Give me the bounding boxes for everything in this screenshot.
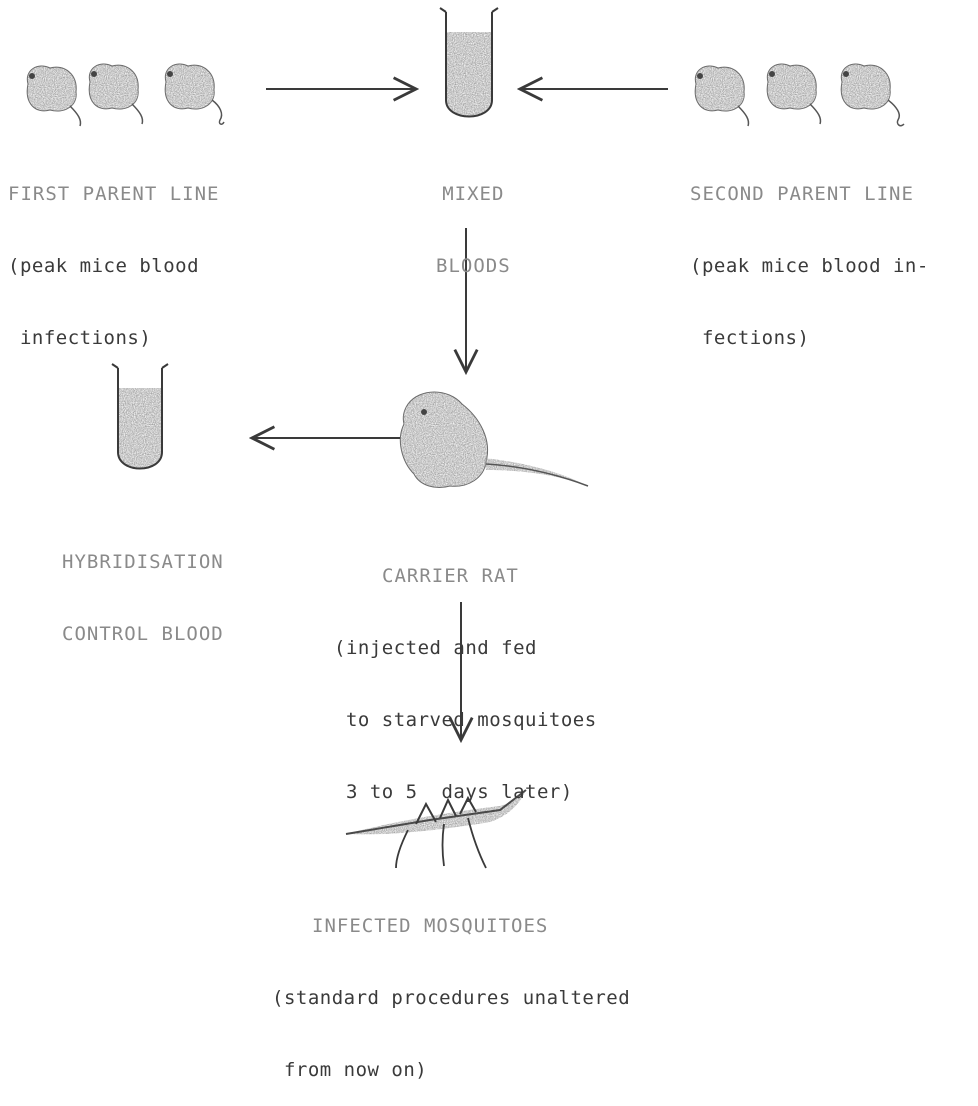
mosquitoes-title: INFECTED MOSQUITOES xyxy=(272,914,630,938)
second-parent-mice-icon xyxy=(695,64,904,126)
mixed-bloods-title-line1: MIXED xyxy=(436,182,511,206)
mixed-bloods-test-tube-icon xyxy=(440,8,498,117)
first-parent-note-line2: infections) xyxy=(8,326,219,350)
carrier-rat-icon xyxy=(400,392,588,488)
second-parent-note-line2: fections) xyxy=(690,326,929,350)
first-parent-title: FIRST PARENT LINE xyxy=(8,182,219,206)
first-parent-mice-icon xyxy=(27,64,224,126)
mosquitoes-label: INFECTED MOSQUITOES (standard procedures… xyxy=(272,866,630,1106)
mixed-bloods-label: MIXED BLOODS xyxy=(436,134,511,302)
mixed-bloods-title-line2: BLOODS xyxy=(436,254,511,278)
carrier-rat-note-line3: 3 to 5 days later) xyxy=(334,780,597,804)
control-blood-label: HYBRIDISATION CONTROL BLOOD xyxy=(62,502,224,670)
mosquitoes-note-line2: from now on) xyxy=(272,1058,630,1082)
second-parent-title: SECOND PARENT LINE xyxy=(690,182,929,206)
mosquitoes-note-line1: (standard procedures unaltered xyxy=(272,986,630,1010)
carrier-rat-label: CARRIER RAT (injected and fed to starved… xyxy=(334,516,597,828)
control-blood-test-tube-icon xyxy=(112,364,168,469)
first-parent-label: FIRST PARENT LINE (peak mice blood infec… xyxy=(8,134,219,374)
control-blood-title-line2: CONTROL BLOOD xyxy=(62,622,224,646)
control-blood-title-line1: HYBRIDISATION xyxy=(62,550,224,574)
second-parent-label: SECOND PARENT LINE (peak mice blood in- … xyxy=(690,134,929,374)
carrier-rat-note-line1: (injected and fed xyxy=(334,636,597,660)
second-parent-note-line1: (peak mice blood in- xyxy=(690,254,929,278)
carrier-rat-note-line2: to starved mosquitoes xyxy=(334,708,597,732)
carrier-rat-title: CARRIER RAT xyxy=(334,564,597,588)
first-parent-note-line1: (peak mice blood xyxy=(8,254,219,278)
